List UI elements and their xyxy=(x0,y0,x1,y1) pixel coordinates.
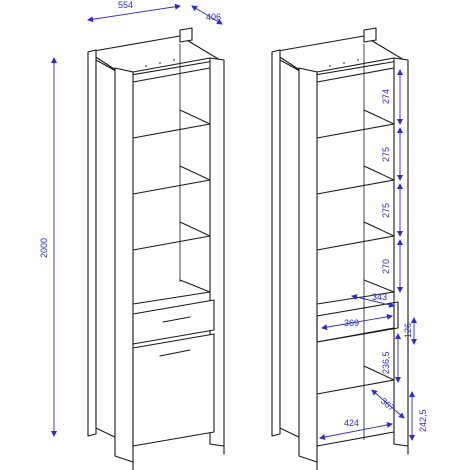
depth-dim-label: 406 xyxy=(206,12,221,22)
drawer-depth-label: 343 xyxy=(372,292,387,302)
left-cabinet xyxy=(87,27,225,470)
shelf-gap-2-label: 275 xyxy=(381,147,391,162)
drawer-height-label: 126 xyxy=(403,323,413,338)
inner-width-label: 424 xyxy=(344,418,359,428)
height-dim-label: 2000 xyxy=(39,238,49,258)
cabinet-height-label: 242,5 xyxy=(418,409,428,432)
drawer-width-label: 369 xyxy=(344,318,359,328)
right-dimensions: 274 275 275 270 343 369 126 236,5 242,5 … xyxy=(319,69,428,441)
width-dim-label: 554 xyxy=(118,0,133,10)
left-dimensions: 554 406 2000 xyxy=(39,0,223,437)
shelf-gap-4-label: 270 xyxy=(381,259,391,274)
shelf-gap-3-label: 275 xyxy=(381,203,391,218)
shelf-gap-1-label: 274 xyxy=(381,89,391,104)
lower-gap-label: 236,5 xyxy=(381,351,391,374)
right-cabinet xyxy=(271,27,409,470)
